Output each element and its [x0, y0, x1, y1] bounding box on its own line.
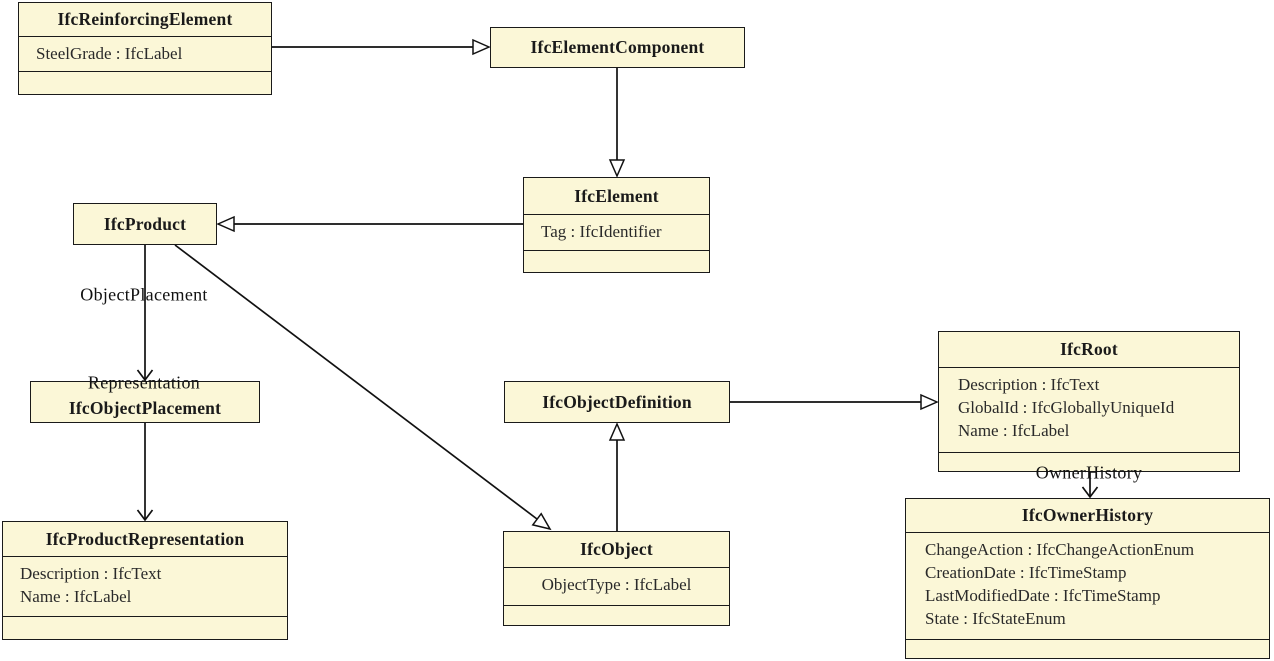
class-attributes: ObjectType : IfcLabel: [504, 568, 729, 606]
attribute-line: CreationDate : IfcTimeStamp: [925, 563, 1127, 582]
edge-label-ownerhistory: OwnerHistory: [1035, 462, 1143, 483]
class-attributes: Description : IfcText Name : IfcLabel: [3, 557, 287, 617]
edge-label-representation: Representation: [87, 372, 201, 393]
attribute-line: Description : IfcText: [20, 564, 162, 583]
class-box-ifcobjectplacement: IfcObjectPlacement: [30, 381, 260, 423]
class-operations-empty: [906, 640, 1269, 658]
class-attributes: ChangeAction : IfcChangeActionEnum Creat…: [906, 533, 1269, 640]
attribute-line: ObjectType : IfcLabel: [541, 575, 692, 594]
class-box-ifcproduct: IfcProduct: [73, 203, 217, 245]
edge-label-objectplacement: ObjectPlacement: [80, 284, 208, 305]
attribute-line: State : IfcStateEnum: [925, 609, 1066, 628]
attribute-line: ChangeAction : IfcChangeActionEnum: [925, 540, 1195, 559]
class-box-ifcreinforcingelement: IfcReinforcingElement SteelGrade : IfcLa…: [18, 2, 272, 95]
class-title: IfcObjectPlacement: [68, 398, 222, 418]
class-operations-empty: [19, 72, 271, 94]
class-attributes: Description : IfcText GlobalId : IfcGlob…: [939, 368, 1239, 453]
edge-object-to-objectdefinition: [608, 422, 626, 531]
attribute-line: SteelGrade : IfcLabel: [36, 44, 183, 63]
class-operations-empty: [524, 251, 709, 272]
class-title: IfcOwnerHistory: [906, 499, 1269, 533]
edge-reinforcing-to-elementcomponent: [272, 38, 491, 56]
class-box-ifcobjectdefinition: IfcObjectDefinition: [504, 381, 730, 423]
class-title: IfcElementComponent: [530, 37, 705, 57]
edge-root-to-ownerhistory: [1081, 472, 1099, 499]
edge-elementcomponent-to-element: [608, 68, 626, 178]
edge-objectplacement-to-productrepresentation: [136, 423, 154, 522]
attribute-line: Description : IfcText: [958, 375, 1100, 394]
edge-element-to-product: [216, 215, 523, 233]
edge-objectdefinition-to-root: [730, 393, 939, 411]
class-box-ifcroot: IfcRoot Description : IfcText GlobalId :…: [938, 331, 1240, 472]
class-title: IfcProductRepresentation: [3, 522, 287, 557]
attribute-line: Name : IfcLabel: [958, 421, 1070, 440]
class-box-ifcelementcomponent: IfcElementComponent: [490, 27, 745, 68]
edge-product-to-object: [174, 244, 552, 531]
class-box-ifcelement: IfcElement Tag : IfcIdentifier: [523, 177, 710, 273]
class-title: IfcProduct: [103, 213, 187, 234]
class-title: IfcReinforcingElement: [19, 3, 271, 37]
class-box-ifcownerhistory: IfcOwnerHistory ChangeAction : IfcChange…: [905, 498, 1270, 659]
attribute-line: Tag : IfcIdentifier: [541, 222, 662, 241]
class-box-ifcproductrepresentation: IfcProductRepresentation Description : I…: [2, 521, 288, 640]
class-box-ifcobject: IfcObject ObjectType : IfcLabel: [503, 531, 730, 626]
class-operations-empty: [3, 617, 287, 639]
attribute-line: LastModifiedDate : IfcTimeStamp: [925, 586, 1161, 605]
edge-product-to-objectplacement: [136, 245, 154, 382]
class-attributes: SteelGrade : IfcLabel: [19, 37, 271, 72]
class-title: IfcRoot: [939, 332, 1239, 368]
class-title: IfcObject: [504, 532, 729, 568]
attribute-line: Name : IfcLabel: [20, 587, 132, 606]
attribute-line: GlobalId : IfcGloballyUniqueId: [958, 398, 1175, 417]
class-title: IfcObjectDefinition: [542, 391, 692, 412]
class-title: IfcElement: [524, 178, 709, 215]
class-operations-empty: [504, 606, 729, 625]
class-attributes: Tag : IfcIdentifier: [524, 215, 709, 251]
